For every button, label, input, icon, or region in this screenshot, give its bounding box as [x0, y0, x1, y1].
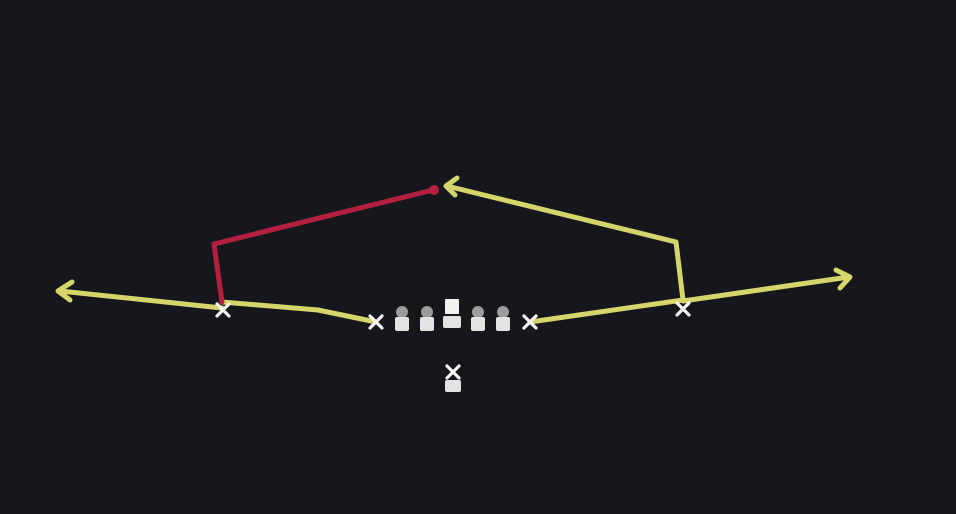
route-right-outer-flat: [680, 267, 853, 304]
route-left-inner: [219, 299, 379, 325]
lineman-icon: [420, 306, 434, 331]
route-arrowhead: [55, 279, 75, 303]
route-line: [219, 299, 379, 325]
route-line: [444, 183, 686, 325]
route-left-outer-flat: [55, 279, 225, 311]
route-line: [57, 288, 225, 311]
receiver-left-outer: [215, 302, 231, 318]
route-right-inner-post: [443, 175, 686, 325]
offensive-line: [395, 299, 510, 331]
lineman-icon: [395, 306, 409, 331]
quarterback-icon: [445, 364, 461, 392]
route-left-post-highlight: [211, 185, 439, 305]
center-icon: [443, 299, 461, 328]
route-arrowhead: [833, 267, 853, 291]
receiver-right-inner: [522, 314, 538, 330]
route-endpoint: [429, 185, 439, 195]
receiver-right-outer: [675, 301, 691, 317]
route-line: [680, 274, 852, 304]
route-arrowhead: [443, 175, 460, 198]
receiver-left-inner: [368, 314, 384, 330]
lineman-icon: [496, 306, 510, 331]
route-line: [211, 187, 436, 305]
lineman-icon: [471, 306, 485, 331]
